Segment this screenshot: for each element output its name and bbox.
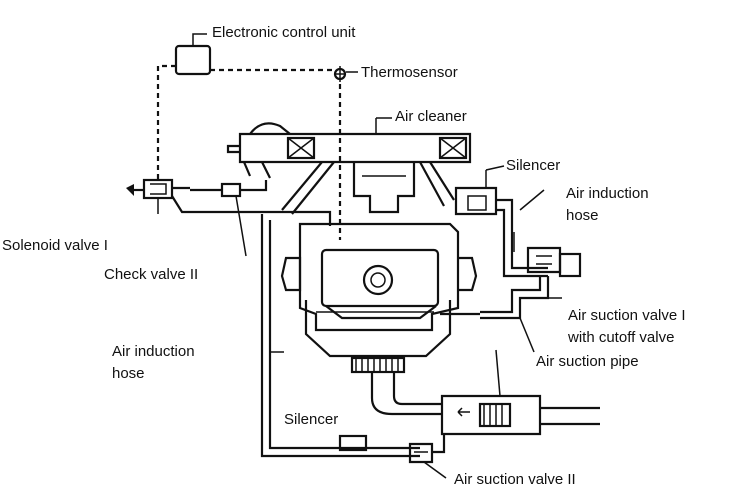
label-ecu: Electronic control unit [212,24,356,41]
oil-filter [350,356,406,374]
air-suction-valve-2 [408,434,447,479]
ecu-box [174,44,212,76]
label-thermosensor: Thermosensor [361,64,458,81]
induction-pipe-diagonal-left [281,161,335,215]
thermosensor [333,66,358,82]
label-air-cleaner: Air cleaner [395,108,467,125]
label-air-induction-left-1: Air induction [112,343,195,360]
silencer-bottom-body [338,434,368,452]
label-air-induction-right-1: Air induction [566,185,649,202]
label-air-induction-right-2: hose [566,207,599,224]
air-suction-pipe [440,312,535,397]
induction-hose-right [496,189,548,278]
check-valve [190,180,268,257]
air-suction-valve-1 [480,246,582,320]
label-check-valve: Check valve II [104,266,198,283]
induction-pipe-diagonal-right [419,161,455,207]
exhaust-pipe [370,372,600,436]
ecu-leader [192,33,207,46]
label-air-suction-pipe: Air suction pipe [536,353,639,370]
silencer-top-body [454,165,505,216]
label-air-induction-left-2: hose [112,365,145,382]
induction-hose-left [171,195,420,458]
label-solenoid-valve: Solenoid valve I [2,237,108,254]
ecu-wiring [156,64,342,240]
label-air-suction-valve-1-line1: Air suction valve I [568,307,686,324]
carburetor-top [352,162,416,214]
label-silencer-top: Silencer [506,157,560,174]
engine-block [280,222,478,358]
label-air-suction-valve-1-line2: with cutoff valve [567,329,674,346]
label-silencer-bottom: Silencer [284,411,338,428]
air-cleaner [226,117,472,179]
label-air-suction-valve-2: Air suction valve II [454,471,576,488]
solenoid-valve [126,178,190,214]
